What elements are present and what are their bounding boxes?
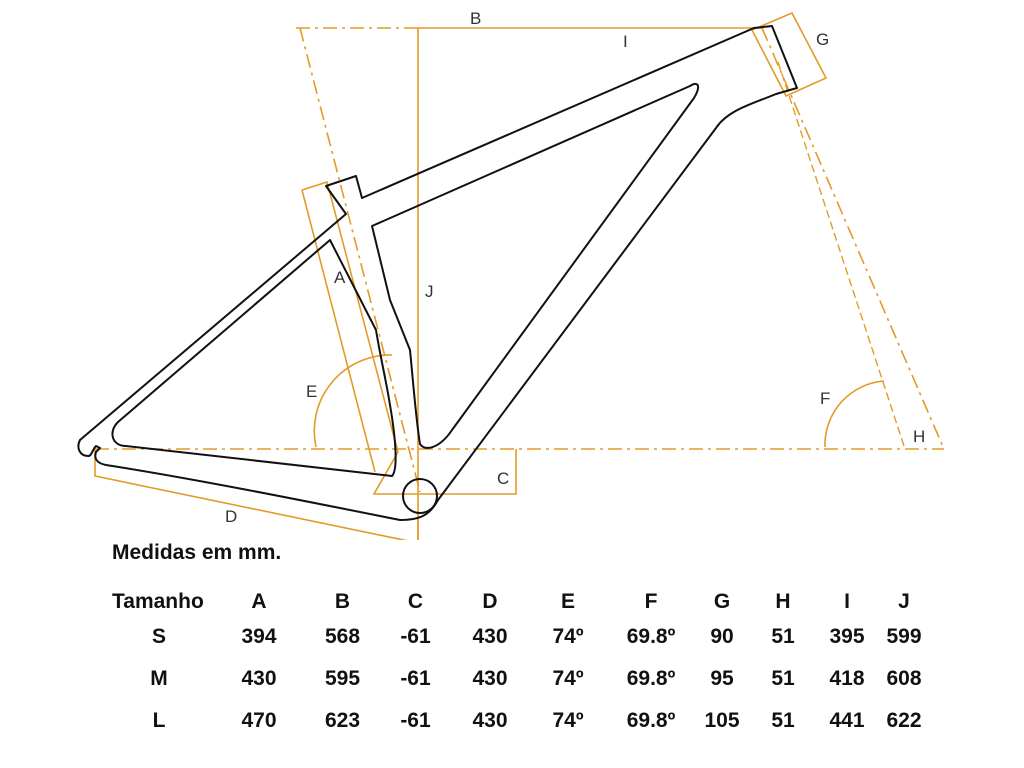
table-cell: 95 <box>710 667 734 690</box>
label-g: G <box>816 30 829 49</box>
column-header: A <box>251 590 267 613</box>
table-cell: 441 <box>829 709 865 732</box>
column-header: I <box>844 590 850 613</box>
table-cell: 51 <box>771 709 795 732</box>
table-cell: 105 <box>704 709 740 732</box>
size-label: M <box>150 667 168 690</box>
label-f: F <box>820 389 830 408</box>
column-header: E <box>560 590 575 613</box>
dimension-labels: A B C D E F G H I J <box>225 9 925 526</box>
table-cell: 74º <box>552 625 584 648</box>
table-cell: 69.8º <box>626 709 676 732</box>
column-header: B <box>334 590 351 613</box>
table-cell: 430 <box>472 625 508 648</box>
frame-outline <box>77 25 798 521</box>
table-cell: 69.8º <box>626 625 676 648</box>
column-header: D <box>482 590 498 613</box>
size-label: L <box>152 709 166 732</box>
label-c: C <box>497 469 509 488</box>
table-cell: 470 <box>241 709 277 732</box>
label-h: H <box>913 427 925 446</box>
measurements-caption: Medidas em mm. <box>112 541 282 564</box>
table-corner-label: Tamanho <box>112 590 204 613</box>
table-cell: 599 <box>886 625 922 648</box>
table-cell: 430 <box>241 667 277 690</box>
table-cell: 568 <box>324 625 361 648</box>
table-cell: 51 <box>771 625 795 648</box>
table-cell: 74º <box>552 667 584 690</box>
table-header-row: Tamanho A B C D E F G H I J <box>104 572 932 616</box>
column-header: J <box>898 590 910 613</box>
label-a: A <box>334 268 346 287</box>
table-cell: 90 <box>710 625 734 648</box>
table-cell: -61 <box>400 667 431 690</box>
label-d: D <box>225 507 237 526</box>
geometry-table: Tamanho A B C D E F G H I J S 394 568 -6… <box>104 572 932 742</box>
column-header: H <box>775 590 791 613</box>
column-header: G <box>713 590 731 613</box>
column-header: F <box>644 590 658 613</box>
label-b: B <box>470 9 481 28</box>
table-cell: 395 <box>829 625 865 648</box>
size-label: S <box>151 625 166 648</box>
table-cell: 51 <box>771 667 795 690</box>
table-cell: 394 <box>241 625 277 648</box>
table-row: M 430 595 -61 430 74º 69.8º 95 51 418 60… <box>104 658 932 700</box>
table-cell: 74º <box>552 709 584 732</box>
table-cell: 430 <box>472 667 508 690</box>
frame-geometry-diagram: A B C D E F G H I J <box>77 9 945 540</box>
table-cell: -61 <box>400 709 431 732</box>
table-cell: 69.8º <box>626 667 676 690</box>
table-row: S 394 568 -61 430 74º 69.8º 90 51 395 59… <box>104 616 932 658</box>
table-cell: 623 <box>324 709 361 732</box>
table-cell: 608 <box>886 667 922 690</box>
label-i: I <box>623 32 628 51</box>
geometry-lines <box>94 11 945 540</box>
column-header: C <box>407 590 424 613</box>
table-cell: 430 <box>472 709 508 732</box>
table-cell: 418 <box>829 667 865 690</box>
label-j: J <box>425 282 434 301</box>
label-e: E <box>306 382 317 401</box>
table-row: L 470 623 -61 430 74º 69.8º 105 51 441 6… <box>104 700 932 742</box>
table-cell: -61 <box>400 625 431 648</box>
table-cell: 595 <box>324 667 361 690</box>
table-cell: 622 <box>886 709 922 732</box>
